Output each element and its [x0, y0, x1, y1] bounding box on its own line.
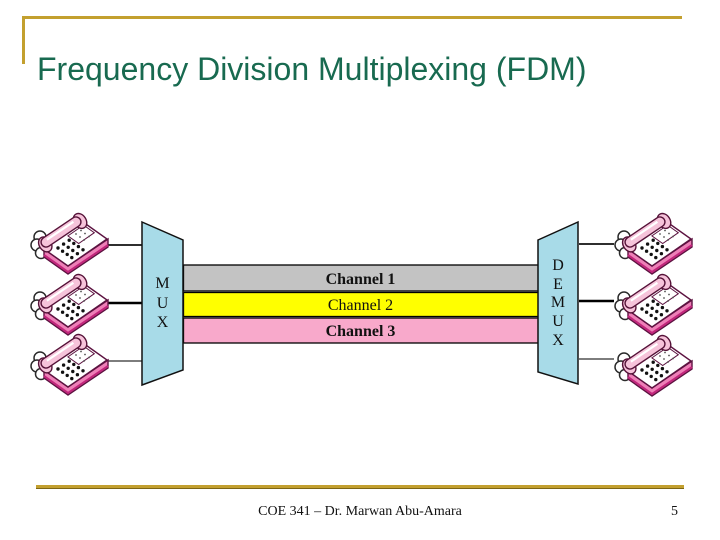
- channel-1-band: [182, 264, 540, 292]
- demux-letter: M: [551, 294, 565, 311]
- channel-3-label: Channel 3: [326, 323, 396, 340]
- channel-2-label: Channel 2: [328, 297, 393, 314]
- footer-accent-line: [36, 485, 684, 489]
- channel-1-label: Channel 1: [326, 271, 396, 288]
- mux-letter: M: [155, 275, 169, 292]
- title-accent-line: [22, 16, 682, 19]
- telephone-icon: [29, 330, 110, 397]
- footer-course-text: COE 341 – Dr. Marwan Abu-Amara: [258, 504, 462, 519]
- telephone-icon: [613, 331, 694, 398]
- page-title: Frequency Division Multiplexing (FDM): [37, 51, 587, 88]
- mux-letter: X: [157, 314, 169, 331]
- demux-letter: U: [552, 313, 564, 330]
- demux-shape: [537, 220, 579, 386]
- mux-letter: U: [157, 295, 169, 312]
- page-number: 5: [671, 504, 678, 519]
- telephone-icon: [613, 209, 694, 276]
- mux-shape: [141, 220, 184, 387]
- telephone-icon: [29, 270, 110, 337]
- demux-letter: X: [552, 332, 564, 349]
- telephone-icon: [29, 209, 110, 276]
- title-accent-bar: [22, 16, 25, 64]
- demux-letter: D: [552, 257, 564, 274]
- demux-letter: E: [553, 276, 563, 293]
- telephone-icon: [613, 270, 694, 337]
